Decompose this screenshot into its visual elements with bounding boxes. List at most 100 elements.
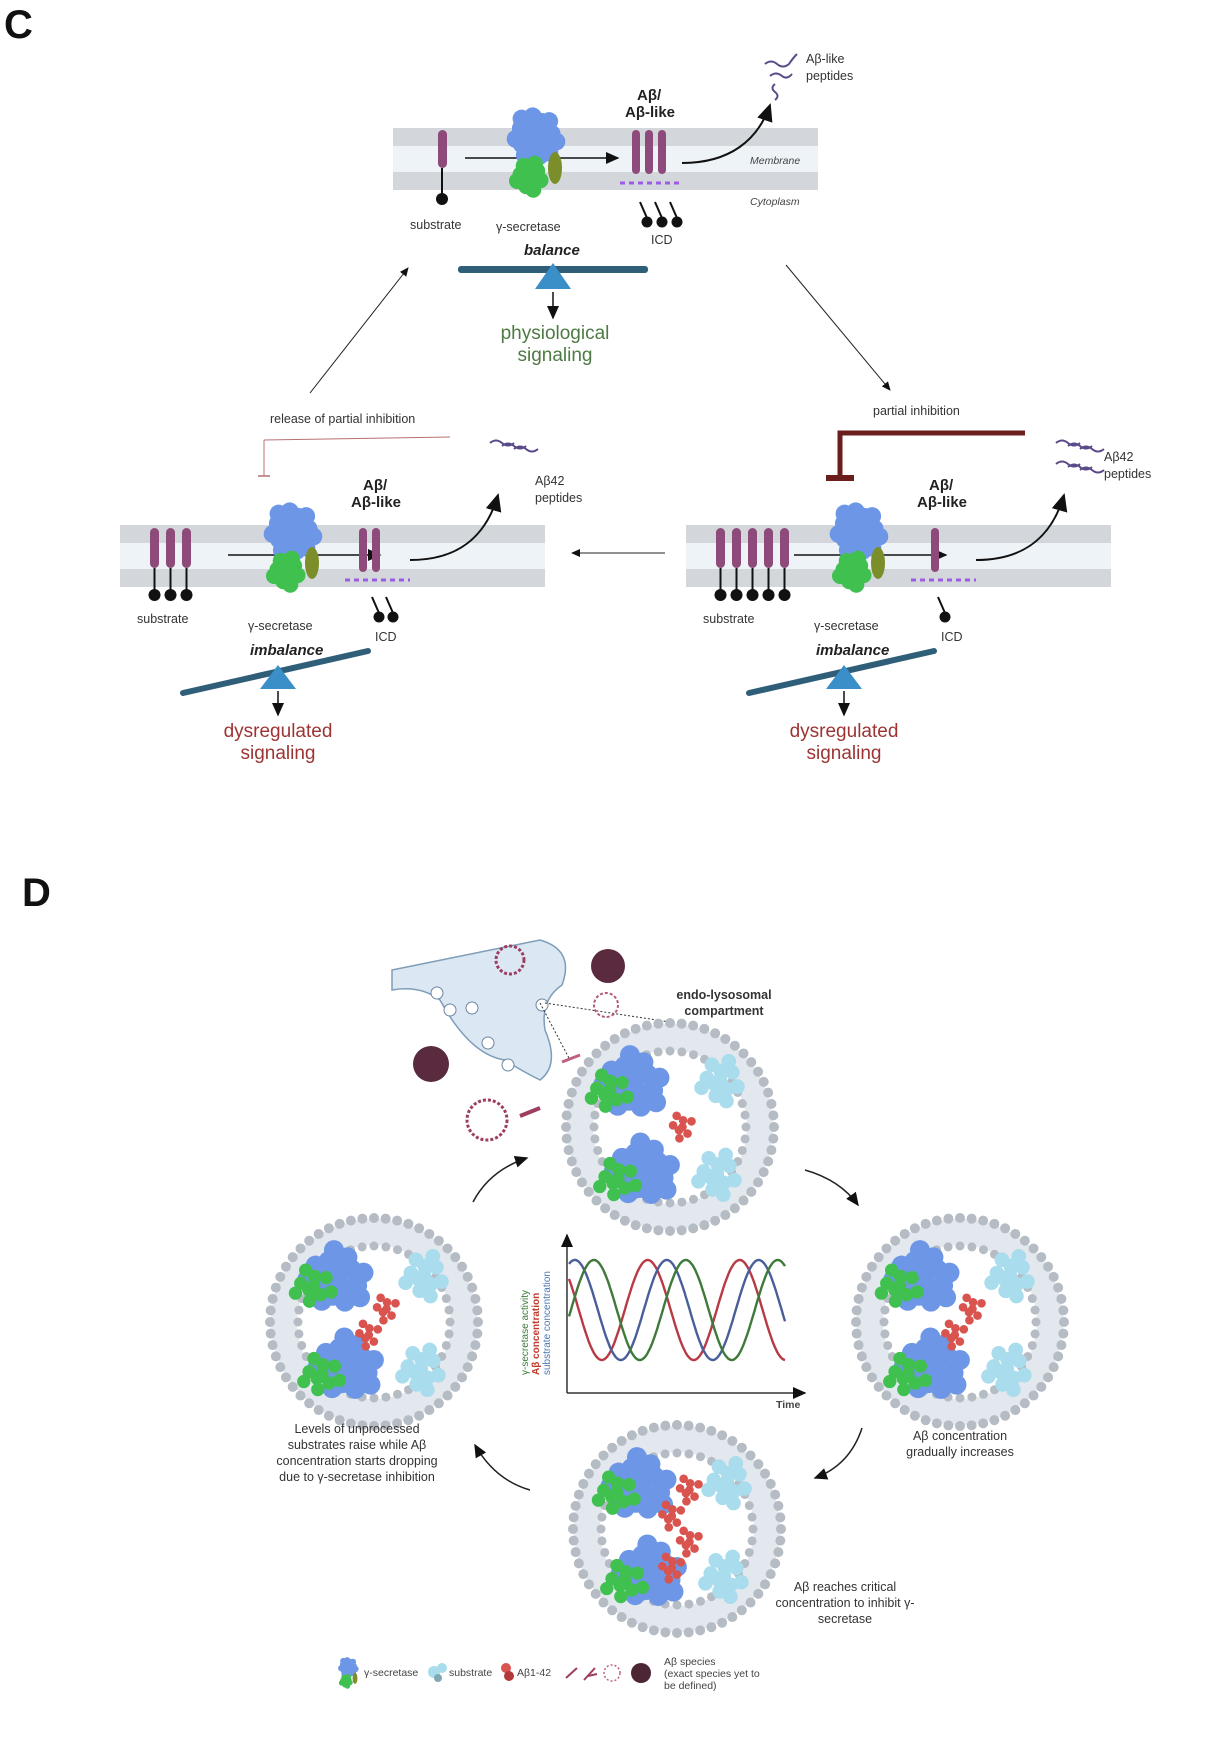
icd-label: ICD [375,630,397,644]
left-caption-line1: Levels of unprocessed [294,1422,419,1436]
abeta-icon [668,1111,696,1143]
gamma-secretase-subunit-icon [288,1263,338,1308]
fulcrum-icon [260,665,296,689]
gamma-secretase-icon [506,107,566,198]
substrate-icon [984,1248,1035,1304]
physiological-label-line1: physiological [501,323,610,344]
product-label-line1: Aβ/ [363,477,388,494]
legend-substrate-icon [428,1663,447,1682]
release-arrow [409,493,502,561]
membrane-label: Membrane [750,155,800,167]
abeta-icon [958,1293,986,1325]
gamma-secretase-subunit-icon [297,1351,347,1397]
peptides-label-line1: Aβ-like [806,52,844,66]
endolysosome [265,1213,483,1431]
left-caption-line4: due to γ-secretase inhibition [279,1470,435,1484]
membrane-core [393,146,818,172]
legend-abeta-icon [501,1663,514,1681]
product-label-line1: Aβ/ [637,87,662,104]
partial-inhibition-symbol [826,430,1025,481]
y-label-abeta: Aβ concentration [531,1293,542,1375]
product-label-line2: Aβ-like [351,494,401,511]
gamma-secretase-icon [829,502,889,593]
legend-substrate-label: substrate [449,1667,492,1679]
y-axis-labels: γ-secretase activity Aβ concentration su… [520,1271,553,1375]
right-caption-line2: gradually increases [906,1445,1014,1459]
substrate-icon [981,1342,1032,1398]
substrate-icons [714,528,791,601]
product-label-line2: Aβ-like [917,494,967,511]
product-label-line2: Aβ-like [625,104,675,121]
icd-icon [639,201,683,228]
bottom-caption-line2: concentration to inhibit γ- [776,1596,915,1610]
peptides-label-line1: Aβ42 [1104,450,1133,464]
balance-label: balance [524,242,580,259]
cycle-arrow-bottom-to-left [474,1443,531,1491]
legend-enzyme-icon [338,1657,359,1689]
endolysosome [851,1213,1069,1431]
substrate-icon [398,1248,449,1304]
legend-abeta-label: Aβ1-42 [517,1667,551,1679]
icd-icon [937,596,951,623]
substrate-icon [436,130,448,205]
bottom-caption-line1: Aβ reaches critical [794,1580,896,1594]
substrate-icons [148,528,193,601]
gamma-secretase-subunit-icon [874,1263,924,1308]
peptides-label-line1: Aβ42 [535,474,564,488]
peptides-icon [1055,439,1105,474]
abeta-fragments-icon [911,528,976,582]
legend-species-icons [565,1663,651,1683]
gamma-secretase-label: γ-secretase [496,220,561,234]
curve-activity [567,1258,786,1362]
icd-label: ICD [941,630,963,644]
legend-species-line3: be defined) [664,1680,717,1692]
x-axis-label: Time [776,1399,800,1411]
substrate-icon [701,1455,752,1511]
release-arrow [975,493,1068,561]
compartment-label-line2: compartment [684,1004,764,1018]
release-inhibition-label: release of partial inhibition [270,412,415,426]
left-caption-line3: concentration starts dropping [276,1454,437,1468]
gamma-secretase-icon [263,502,323,593]
panel-label-c: C [4,3,33,47]
icd-icon [371,596,399,623]
curve-abeta [567,1258,786,1362]
legend-species-line1: Aβ species [664,1656,716,1668]
partial-inhibition-label: partial inhibition [873,404,960,418]
imbalance-label: imbalance [250,642,323,659]
gamma-secretase-subunit-icon [591,1470,641,1515]
y-label-activity: γ-secretase activity [520,1290,531,1375]
substrate-icon [395,1342,446,1398]
peptides-icon [489,439,539,453]
dysregulated-label-line1: dysregulated [790,721,899,742]
peptides-icon [764,53,798,101]
panel-label-d: D [22,871,51,915]
dysregulated-label-line2: signaling [241,743,316,764]
release-inhibition-symbol [258,436,451,477]
substrate-label: substrate [137,612,188,626]
cycle-arrow-right-to-bottom [813,1427,863,1480]
peptides-label-line2: peptides [535,491,582,505]
product-label-line1: Aβ/ [929,477,954,494]
bottom-caption-line3: secretase [818,1612,872,1626]
dysregulated-label-line1: dysregulated [224,721,333,742]
gamma-secretase-subunit-icon [883,1351,933,1397]
right-caption-line1: Aβ concentration [913,1429,1007,1443]
vesicles [265,1018,1069,1638]
peptides-label-line2: peptides [806,69,853,83]
left-caption-line2: substrates raise while Aβ [288,1438,427,1452]
imbalance-label: imbalance [816,642,889,659]
legend: γ-secretase substrate Aβ1-42 Aβ species … [338,1656,760,1692]
cycle-arrow-top-to-right [804,1169,859,1207]
arrow-to-balance [309,267,409,394]
gamma-secretase-subunit-icon [584,1068,634,1113]
release-arrow [681,103,773,164]
neuron-synapse-icon [391,939,671,1081]
gamma-secretase-subunit-icon [600,1558,650,1604]
peptides-label-line2: peptides [1104,467,1151,481]
abeta-fragments-icon [345,528,410,582]
icd-label: ICD [651,233,673,247]
